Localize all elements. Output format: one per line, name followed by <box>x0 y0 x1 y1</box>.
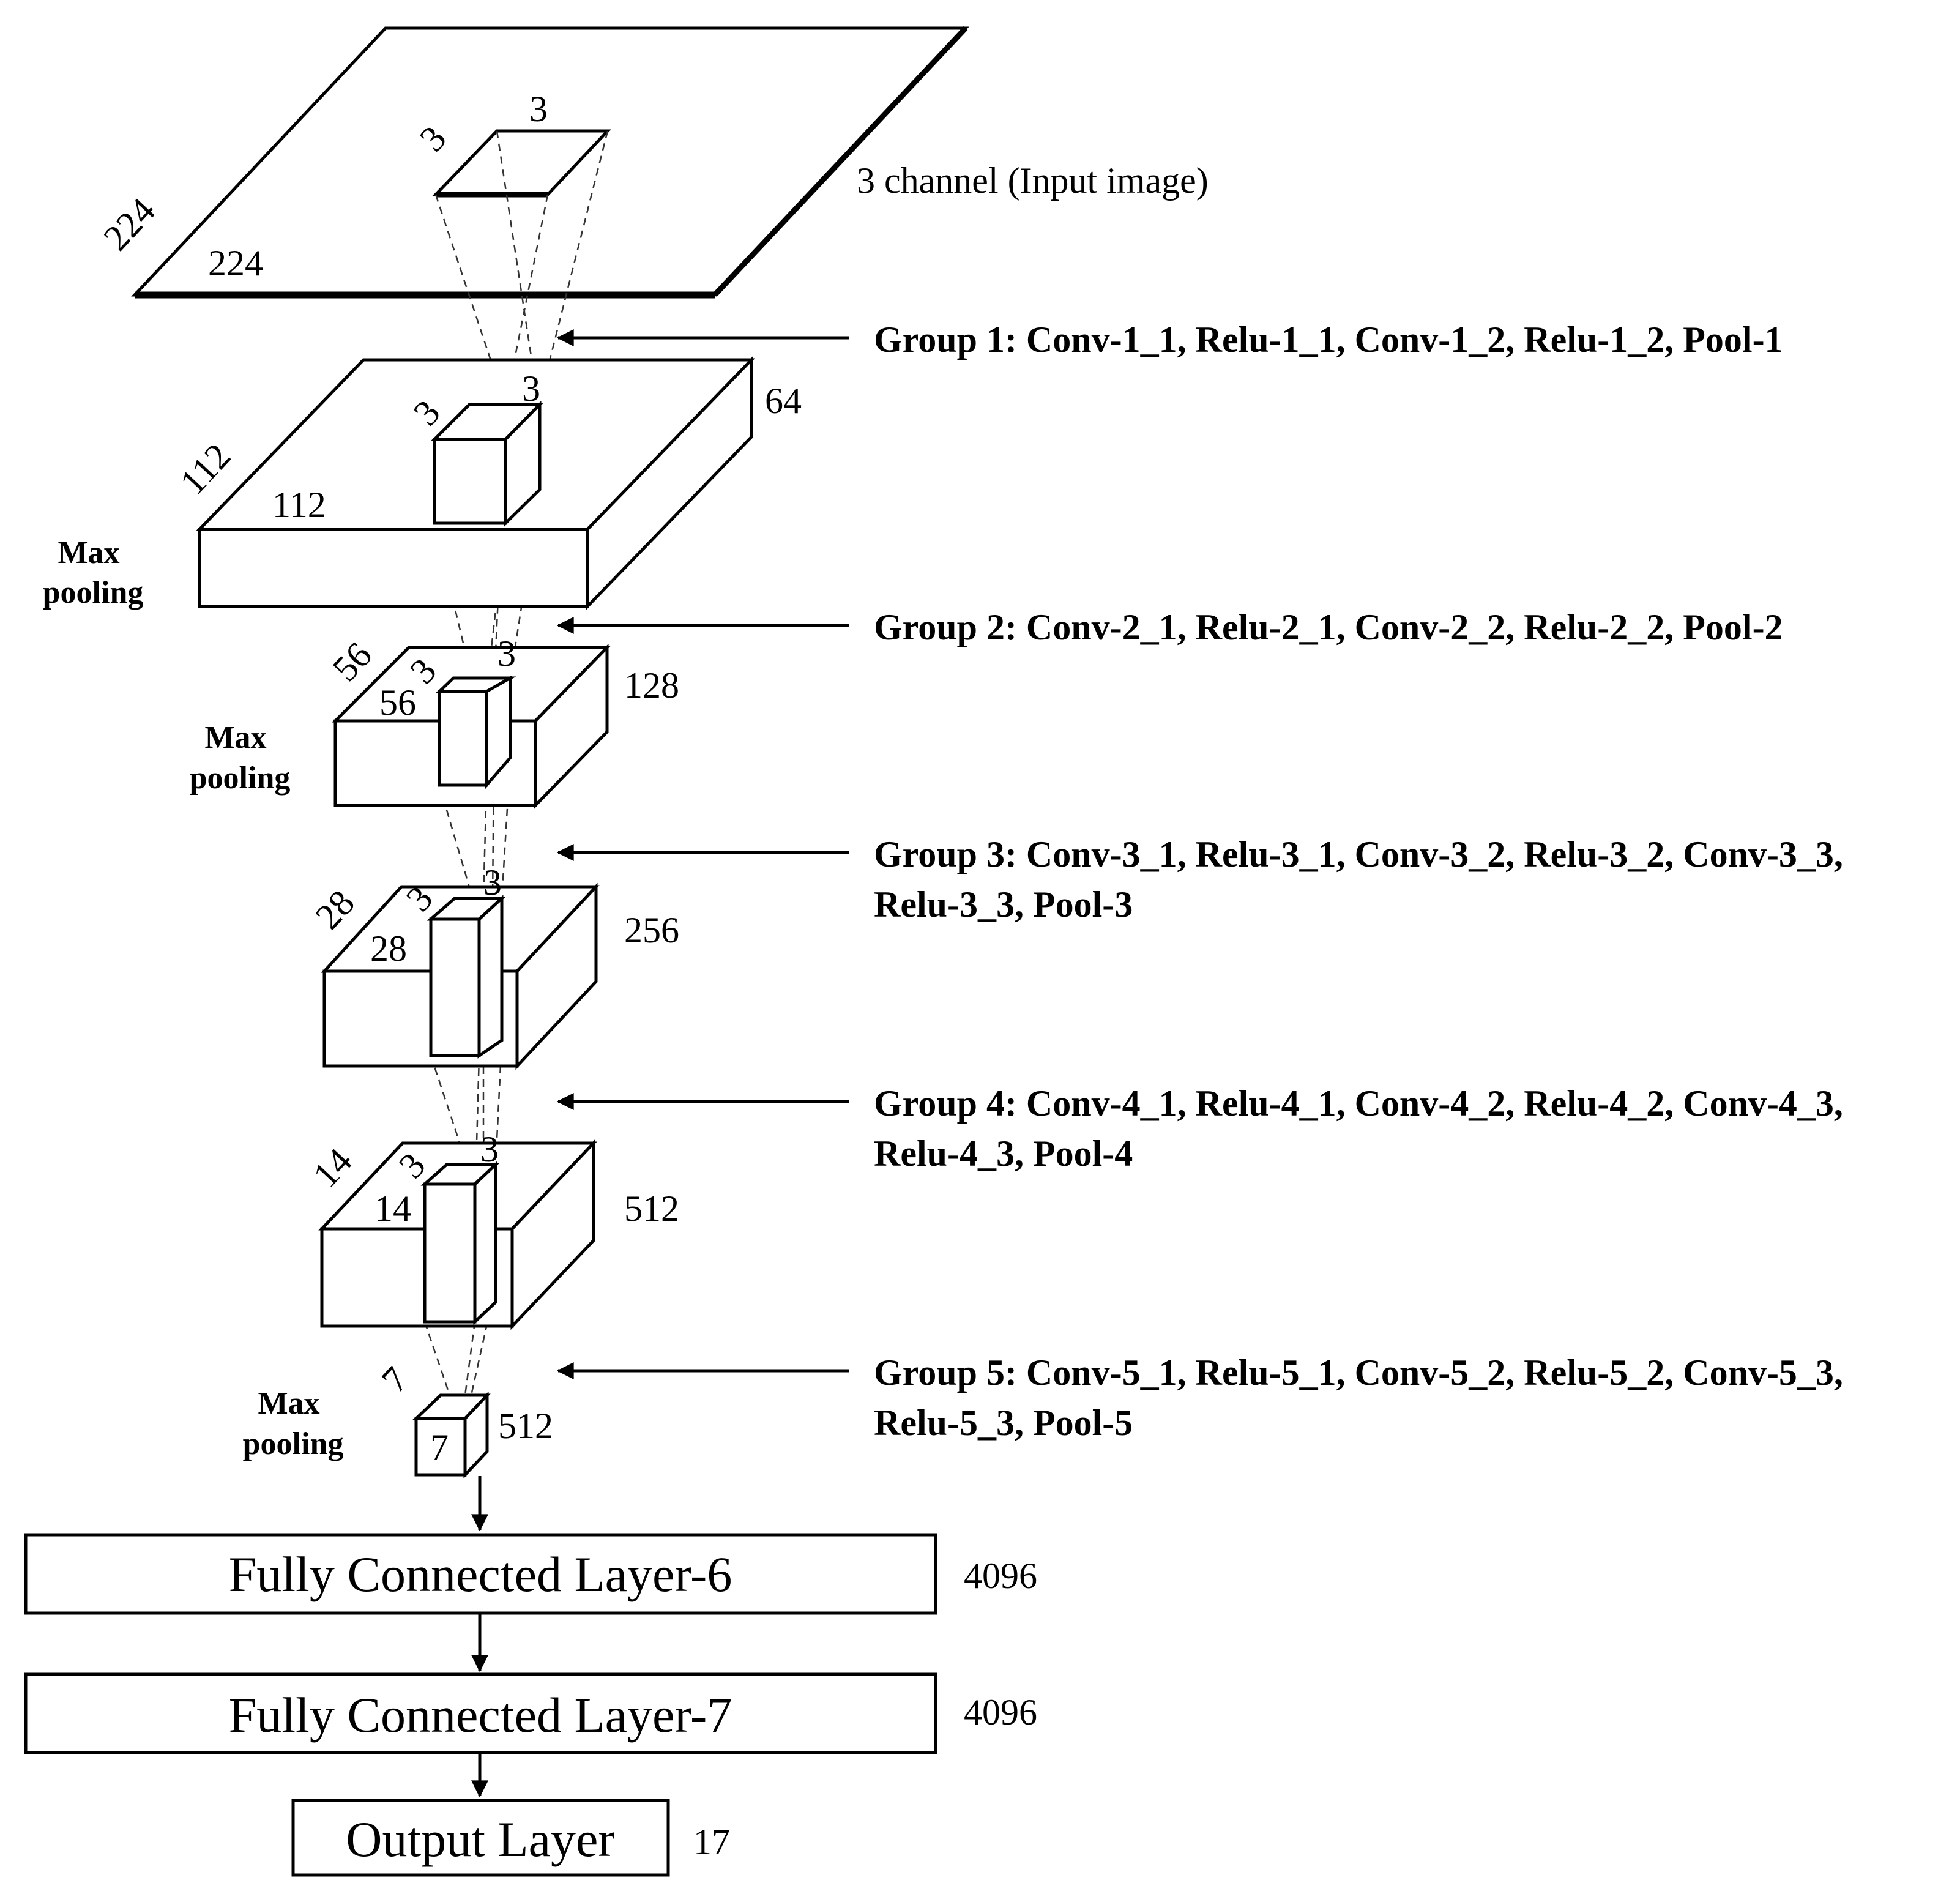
svg-text:Max: Max <box>58 535 119 570</box>
group-5-label-line1: Group 5: Conv-5_1, Relu-5_1, Conv-5_2, R… <box>874 1352 1843 1393</box>
output-layer-label: Output Layer <box>346 1811 614 1867</box>
block-3-kernel-top-label: 3 <box>483 862 502 903</box>
block-4-depth-label: 14 <box>305 1141 360 1195</box>
block-1-kernel <box>430 400 543 527</box>
fc-layer-7: Fully Connected Layer-7 4096 <box>24 1672 1037 1754</box>
block-3-width-label: 28 <box>370 928 407 969</box>
fc-layer-6: Fully Connected Layer-6 4096 <box>24 1533 1037 1615</box>
svg-text:pooling: pooling <box>190 761 291 796</box>
max-pooling-label-1: Max pooling <box>43 535 144 610</box>
block-1-kernel-top-label: 3 <box>522 368 540 409</box>
block-2-depth-label: 56 <box>325 635 379 689</box>
block-5-channels-label: 512 <box>498 1406 553 1446</box>
input-width-label: 224 <box>208 243 263 283</box>
block-4-kernel <box>420 1161 500 1326</box>
input-channel-label: 3 channel (Input image) <box>857 160 1209 201</box>
svg-text:Max: Max <box>258 1386 319 1421</box>
input-image-plane: 224 224 3 3 3 channel (Input image) <box>96 26 1209 299</box>
svg-text:pooling: pooling <box>243 1426 344 1461</box>
block-4-width-label: 14 <box>374 1188 411 1229</box>
block-2-kernel-top-label: 3 <box>497 633 516 674</box>
max-pooling-label-3: Max pooling <box>243 1386 344 1461</box>
group-1: Group 1: Conv-1_1, Relu-1_1, Conv-1_2, R… <box>556 319 1783 360</box>
group-3: Group 3: Conv-3_1, Relu-3_1, Conv-3_2, R… <box>556 834 1843 925</box>
block-2-channels-label: 128 <box>624 665 679 706</box>
group-5: Group 5: Conv-5_1, Relu-5_1, Conv-5_2, R… <box>556 1352 1843 1443</box>
block-3-depth-label: 28 <box>308 882 362 937</box>
group-1-label: Group 1: Conv-1_1, Relu-1_1, Conv-1_2, R… <box>874 319 1783 360</box>
fc-layer-7-label: Fully Connected Layer-7 <box>229 1687 732 1743</box>
fc-layer-7-size: 4096 <box>964 1692 1037 1732</box>
conv-block-5: 7 7 512 <box>374 1359 553 1479</box>
output-layer-size: 17 <box>693 1822 730 1862</box>
block-4-kernel-top-label: 3 <box>480 1129 499 1169</box>
block-2-kernel <box>435 675 516 789</box>
group-2: Group 2: Conv-2_1, Relu-2_1, Conv-2_2, R… <box>556 607 1783 647</box>
block-4-channels-label: 512 <box>624 1188 679 1229</box>
max-pooling-label-2: Max pooling <box>190 720 291 796</box>
conv-block-2: 56 56 128 3 3 <box>325 633 679 810</box>
group-5-label-line2: Relu-5_3, Pool-5 <box>874 1403 1133 1443</box>
fc-layer-6-label: Fully Connected Layer-6 <box>229 1546 732 1602</box>
svg-text:Max: Max <box>204 720 266 755</box>
block-3-channels-label: 256 <box>624 910 679 950</box>
block-1-width-label: 112 <box>272 485 326 525</box>
group-4: Group 4: Conv-4_1, Relu-4_1, Conv-4_2, R… <box>556 1083 1843 1174</box>
conv-block-3: 28 28 256 3 3 <box>308 862 679 1070</box>
conv-block-4: 14 14 512 3 3 <box>305 1129 679 1330</box>
group-3-label-line1: Group 3: Conv-3_1, Relu-3_1, Conv-3_2, R… <box>874 834 1843 874</box>
block-2-width-label: 56 <box>379 682 416 723</box>
conv-block-1: 112 112 64 3 3 <box>172 356 802 611</box>
block-5-depth-label: 7 <box>374 1359 416 1400</box>
block-5-width-label: 7 <box>430 1427 449 1467</box>
group-3-label-line2: Relu-3_3, Pool-3 <box>874 884 1133 925</box>
group-4-label-line2: Relu-4_3, Pool-4 <box>874 1133 1133 1174</box>
output-layer: Output Layer 17 <box>291 1799 730 1877</box>
block-1-channels-label: 64 <box>765 381 802 421</box>
svg-text:pooling: pooling <box>43 575 144 610</box>
plane-right-edge <box>712 26 968 297</box>
group-4-label-line1: Group 4: Conv-4_1, Relu-4_1, Conv-4_2, R… <box>874 1083 1843 1124</box>
input-depth-label: 224 <box>96 190 163 258</box>
fc-layer-6-size: 4096 <box>964 1556 1037 1596</box>
input-kernel-top-label: 3 <box>529 89 548 129</box>
block-1-depth-label: 112 <box>172 436 238 502</box>
group-2-label: Group 2: Conv-2_1, Relu-2_1, Conv-2_2, R… <box>874 607 1783 647</box>
block-3-kernel <box>427 895 506 1059</box>
